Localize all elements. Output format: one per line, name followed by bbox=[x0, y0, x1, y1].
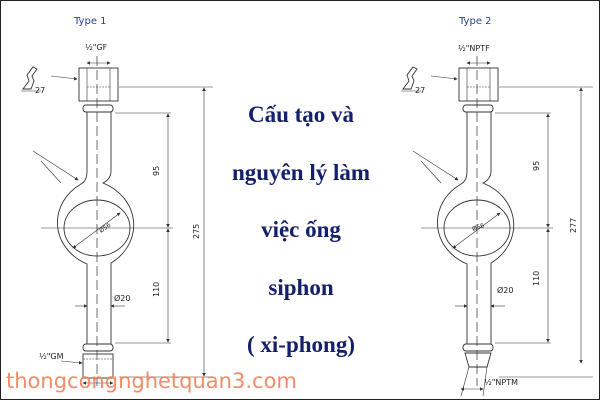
title-line: Cấu tạo và bbox=[247, 102, 355, 127]
type1-loop-diameter: Ø56 bbox=[98, 222, 112, 235]
type2-label: Type 2 bbox=[458, 16, 492, 27]
type1-dim-lower: 110 bbox=[152, 282, 161, 297]
title-text: Cấu tạo và nguyên lý làm việc ống siphon… bbox=[213, 95, 389, 383]
type2-loop-diameter: Ø56 bbox=[471, 222, 485, 233]
type1-top-thread: ½"GF bbox=[85, 43, 108, 52]
title-line: việc ống bbox=[261, 217, 341, 242]
type1-wrench-size: 27 bbox=[35, 86, 45, 95]
type2-dim-lower: 110 bbox=[532, 271, 541, 286]
type2-siphon-drawing bbox=[401, 56, 593, 397]
type1-bottom-thread: ½"GM bbox=[39, 352, 64, 361]
watermark: thongcongnghetquan3.com bbox=[6, 369, 297, 393]
title-line: nguyên lý làm bbox=[231, 159, 371, 185]
title-line: ( xi-phong) bbox=[247, 332, 355, 357]
title-line: siphon bbox=[268, 274, 334, 300]
type2-dim-upper: 95 bbox=[532, 161, 541, 171]
type1-dim-upper: 95 bbox=[152, 166, 161, 176]
type2-dim-total: 277 bbox=[569, 218, 578, 233]
type2-wrench-size: 27 bbox=[415, 86, 425, 95]
type2-tube-diameter: Ø20 bbox=[497, 285, 513, 295]
type1-siphon-drawing bbox=[21, 56, 213, 386]
type2-bottom-thread: ½"NPTM bbox=[484, 378, 518, 387]
type1-dim-total: 275 bbox=[192, 224, 201, 239]
type2-top-thread: ½"NPTF bbox=[458, 44, 490, 53]
type1-tube-diameter: Ø20 bbox=[114, 293, 130, 303]
type1-label: Type 1 bbox=[73, 16, 107, 27]
